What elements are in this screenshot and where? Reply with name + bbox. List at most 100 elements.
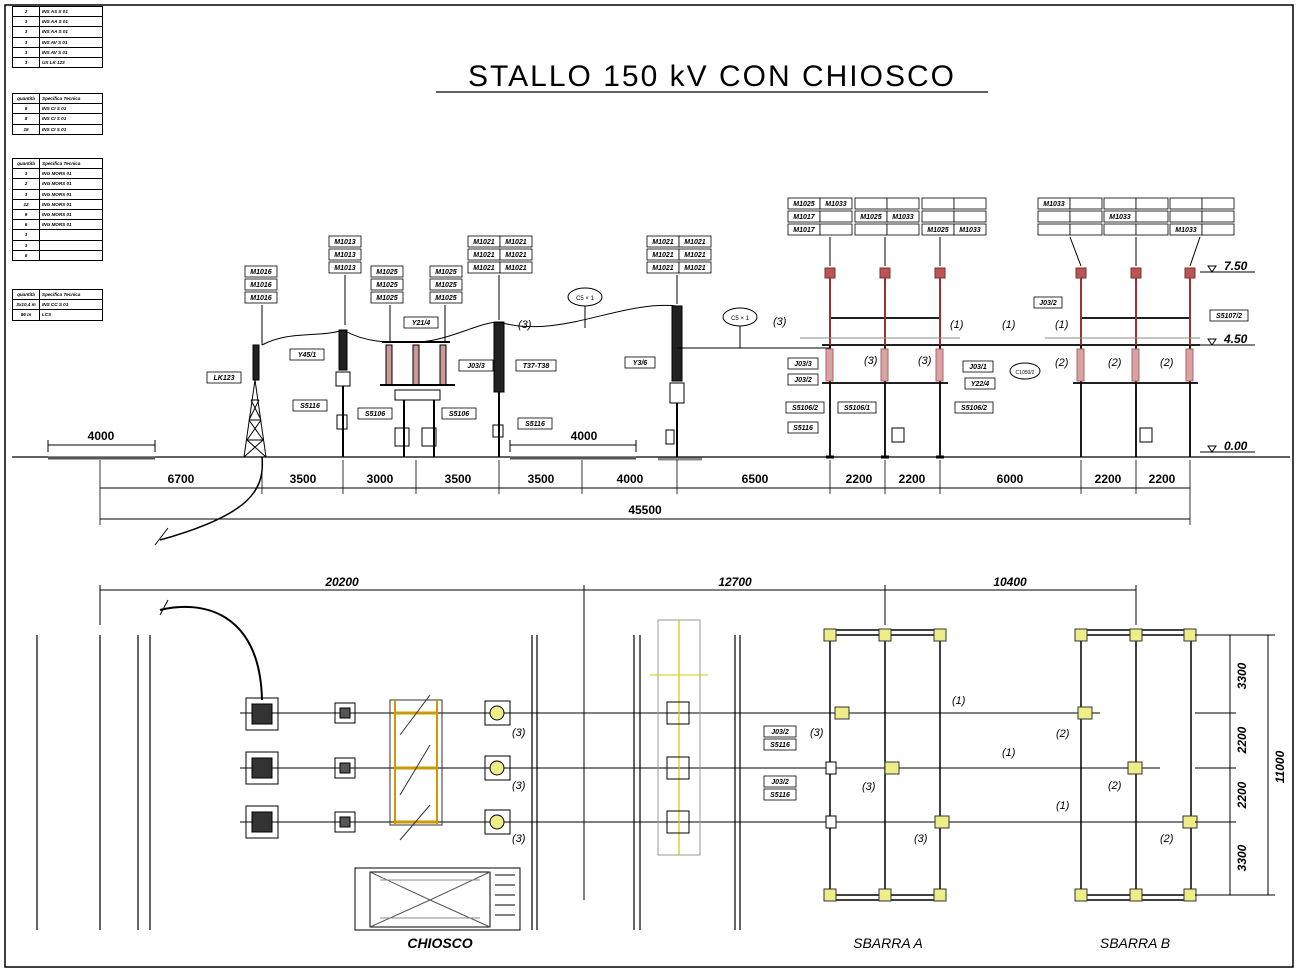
- tag-j032: J03/2: [787, 373, 819, 386]
- svg-text:S5116: S5116: [770, 742, 790, 749]
- svg-text:M1025: M1025: [435, 282, 457, 289]
- tag-j032-b: J03/2: [1033, 296, 1063, 309]
- spec-cell: INS CI S 01: [39, 113, 103, 125]
- elev-450: 4.50: [1223, 332, 1248, 346]
- svg-text:M1025: M1025: [376, 282, 398, 289]
- tag-j033-b: J03/3: [787, 357, 819, 370]
- dim-2200d: 2200: [1149, 472, 1176, 486]
- quantity-cell: 12: [12, 198, 40, 210]
- svg-text:M1016: M1016: [250, 269, 272, 276]
- caption-sbarra-b: SBARRA B: [1100, 935, 1170, 951]
- dim-2200a: 2200: [846, 472, 873, 486]
- svg-text:S5106/2: S5106/2: [961, 405, 987, 412]
- dim-6000: 6000: [997, 472, 1024, 486]
- mbox-m1025-a-0: M1025: [370, 265, 404, 278]
- mbox-group-3-2: [921, 210, 955, 223]
- mbox-group-5-2: M1033: [1103, 210, 1137, 223]
- mbox-group-1-5: [819, 223, 853, 236]
- spec-cell: ING MORS 01: [39, 168, 103, 180]
- mark-2-b: (2): [1108, 357, 1122, 369]
- plan-dim-3300b: 3300: [1235, 844, 1249, 871]
- mbox-m1021-a-1: M1021: [499, 235, 533, 248]
- mbox-m1013-2: M1013: [328, 261, 362, 274]
- mbox-group-2-3: M1033: [886, 210, 920, 223]
- tag-s5116-c: S5116: [787, 421, 819, 434]
- elev-000: 0.00: [1224, 439, 1248, 453]
- elev-750: 7.50: [1224, 259, 1248, 273]
- tag-s5106-2-b: S5106/2: [954, 401, 994, 414]
- dim-3500a: 3500: [290, 472, 317, 486]
- spec-cell: ING MORS 01: [39, 219, 103, 231]
- mark-2-a: (2): [1055, 357, 1069, 369]
- mark-3-d: (3): [918, 355, 932, 367]
- tag-y214: Y21/4: [403, 316, 439, 329]
- mbox-group-6-4: M1033: [1169, 223, 1203, 236]
- spec-cell: INS AA S 01: [39, 16, 103, 28]
- mbox-group-2-4: [854, 223, 888, 236]
- plan-view: [36, 585, 1275, 931]
- mbox-m1021-b-0: M1021: [646, 235, 680, 248]
- quantity-cell: 6: [12, 219, 40, 231]
- label-c5-1: C5 × 1: [576, 296, 595, 302]
- tag-y224: Y22/4: [964, 377, 996, 390]
- svg-text:M1016: M1016: [250, 295, 272, 302]
- dim-3000: 3000: [367, 472, 394, 486]
- plan-dim-2200b: 2200: [1235, 781, 1249, 809]
- quantity-cell: 3: [12, 239, 40, 251]
- mbox-group-3-4: M1025: [921, 223, 955, 236]
- mark-3-a: (3): [518, 319, 532, 331]
- mbox-group-1-4: M1017: [787, 223, 821, 236]
- svg-text:J03/3: J03/3: [467, 363, 485, 370]
- elevation-view: [12, 236, 1290, 546]
- spec-cell: INS AV S 01: [39, 36, 103, 48]
- quantity-cell: 8: [12, 113, 40, 125]
- svg-text:S5106: S5106: [449, 411, 469, 418]
- quantity-cell: 3: [12, 16, 40, 28]
- tag-s5106-2-a: S5106/2: [785, 401, 825, 414]
- svg-text:M1033: M1033: [1043, 201, 1065, 208]
- drawing-title: STALLO 150 kV CON CHIOSCO: [468, 60, 956, 93]
- svg-text:S5106/1: S5106/1: [844, 405, 870, 412]
- svg-text:Y45/1: Y45/1: [298, 352, 316, 359]
- quantity-cell: 3: [12, 188, 40, 200]
- quantity-cell: 15: [12, 123, 40, 135]
- dim-45500: 45500: [628, 503, 662, 517]
- tag-s5116-a: S5116: [292, 399, 328, 412]
- quantity-cell: 3x10,4 m: [12, 299, 40, 311]
- dim-6700: 6700: [168, 472, 195, 486]
- svg-text:M1021: M1021: [505, 265, 527, 272]
- caption-sbarra-a: SBARRA A: [853, 935, 923, 951]
- svg-text:LK123: LK123: [213, 375, 234, 382]
- mark-1-b: (1): [1002, 319, 1016, 331]
- spec-cell: ING MORS 01: [39, 178, 103, 190]
- mbox-group-4-2: [1037, 210, 1071, 223]
- mark-1-c: (1): [1055, 319, 1069, 331]
- spec-cell: ING MORS 01: [39, 198, 103, 210]
- svg-text:M1021: M1021: [684, 265, 706, 272]
- plan-dim-2200a: 2200: [1235, 726, 1249, 754]
- table-header-cell: Specifica Tecnica: [39, 288, 103, 301]
- spec-cell: INS AV S 01: [39, 46, 103, 58]
- mbox-group-6-5: [1201, 223, 1235, 236]
- svg-text:M1021: M1021: [684, 239, 706, 246]
- svg-text:Y3/6: Y3/6: [633, 360, 648, 367]
- quantity-cell: 3: [12, 56, 40, 69]
- mbox-group-2-1: [886, 197, 920, 210]
- mbox-m1021-a-2: M1021: [467, 248, 501, 261]
- tag-j031: J03/1: [962, 360, 994, 373]
- quantity-cell: 3: [12, 26, 40, 38]
- spec-cell: LCS: [39, 309, 103, 321]
- svg-text:M1025: M1025: [435, 269, 457, 276]
- spec-cell: INS CC S 01: [39, 299, 103, 311]
- quantity-cell: 9: [12, 208, 40, 221]
- mbox-m1021-b-1: M1021: [678, 235, 712, 248]
- mbox-m1025-b-2: M1025: [429, 291, 463, 304]
- mbox-group-5-0: [1103, 197, 1137, 210]
